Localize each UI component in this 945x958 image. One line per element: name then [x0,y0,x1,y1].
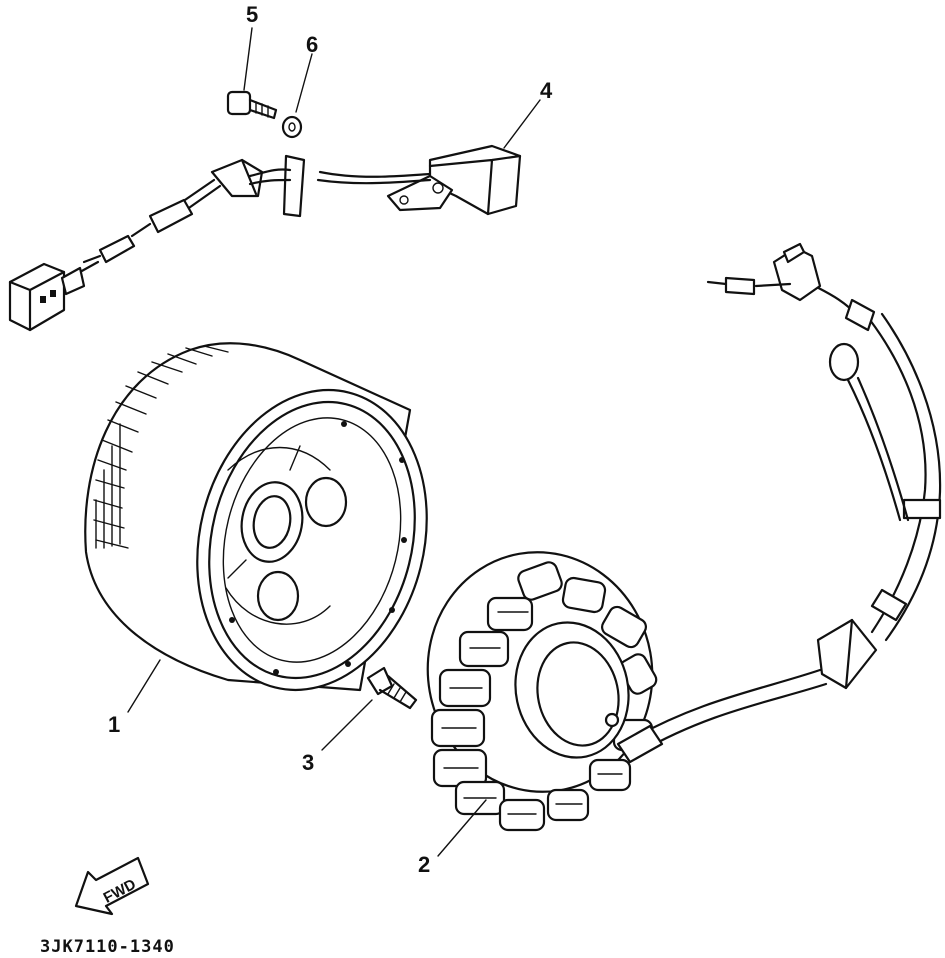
part-1-rotor [84,342,428,692]
diagram-code: 3JK7110-1340 [40,937,175,957]
part-2-stator [426,551,658,832]
part-4-pickup-coil [8,144,522,332]
part-6-washer [281,115,303,139]
part-5-bolt [226,90,278,120]
fwd-arrow-icon: FWD [74,856,150,916]
callout-3: 3 [302,750,314,775]
leader-lines [127,27,541,857]
callout-1: 1 [108,712,120,737]
part-3-screw [366,666,418,710]
stator-wire-harness [616,242,942,764]
callout-4: 4 [540,78,553,103]
callout-2: 2 [418,852,430,877]
callout-6: 6 [306,32,318,57]
callout-5: 5 [246,2,258,27]
